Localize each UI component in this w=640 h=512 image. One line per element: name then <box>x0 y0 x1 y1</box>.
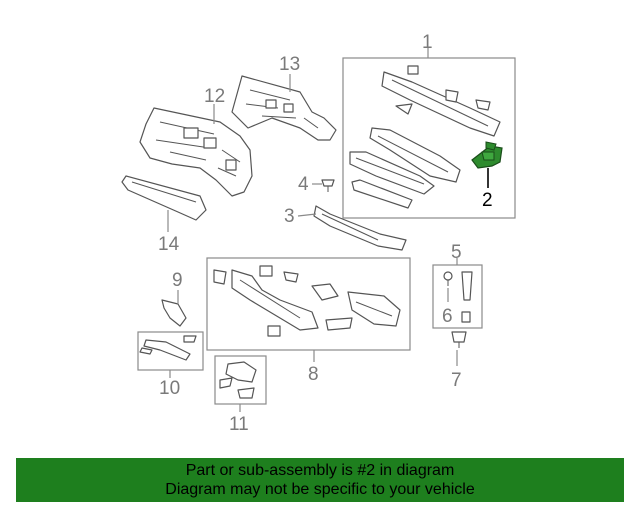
part-1-cowl-panel-group[interactable] <box>349 65 501 209</box>
callout-14: 14 <box>158 234 180 255</box>
part-10-reinforcement[interactable] <box>139 335 197 361</box>
group-box-1 <box>342 57 516 219</box>
part-8-insulator-group[interactable] <box>213 265 401 337</box>
group-box-8 <box>206 257 411 351</box>
callout-7: 7 <box>451 370 462 391</box>
part-2-bracket-highlighted[interactable] <box>471 141 503 169</box>
banner-line-part: Part or sub-assembly is #2 in diagram <box>185 462 455 479</box>
callout-2: 2 <box>482 190 493 211</box>
callout-6: 6 <box>442 306 453 327</box>
callout-10: 10 <box>159 378 180 399</box>
part-14-cross-member[interactable] <box>121 175 207 221</box>
info-banner: Part or sub-assembly is #2 in diagram Di… <box>16 458 624 502</box>
callout-13: 13 <box>279 54 300 75</box>
part-11-brackets[interactable] <box>219 361 257 399</box>
part-9-bracket[interactable] <box>161 299 187 327</box>
part-7-clip[interactable] <box>451 331 467 348</box>
leader-3 <box>297 213 317 217</box>
callout-12: 12 <box>204 86 225 107</box>
part-4-clip[interactable] <box>321 179 335 192</box>
callout-4: 4 <box>298 174 309 195</box>
callout-3: 3 <box>284 206 295 227</box>
group-box-5 <box>432 264 483 329</box>
callout-1: 1 <box>422 32 433 53</box>
callout-11: 11 <box>229 414 249 435</box>
part-6-fastener[interactable] <box>443 271 453 286</box>
part-13-dashboard-insulator-upper[interactable] <box>231 75 337 141</box>
callout-8: 8 <box>308 364 319 385</box>
callout-5: 5 <box>451 242 462 263</box>
banner-line-disclaimer: Diagram may not be specific to your vehi… <box>165 481 475 498</box>
part-3-cowl-top[interactable] <box>313 205 407 251</box>
part-5-grommet-group[interactable] <box>461 271 473 323</box>
callout-9: 9 <box>172 270 183 291</box>
part-12-dashboard-lower[interactable] <box>139 107 253 197</box>
